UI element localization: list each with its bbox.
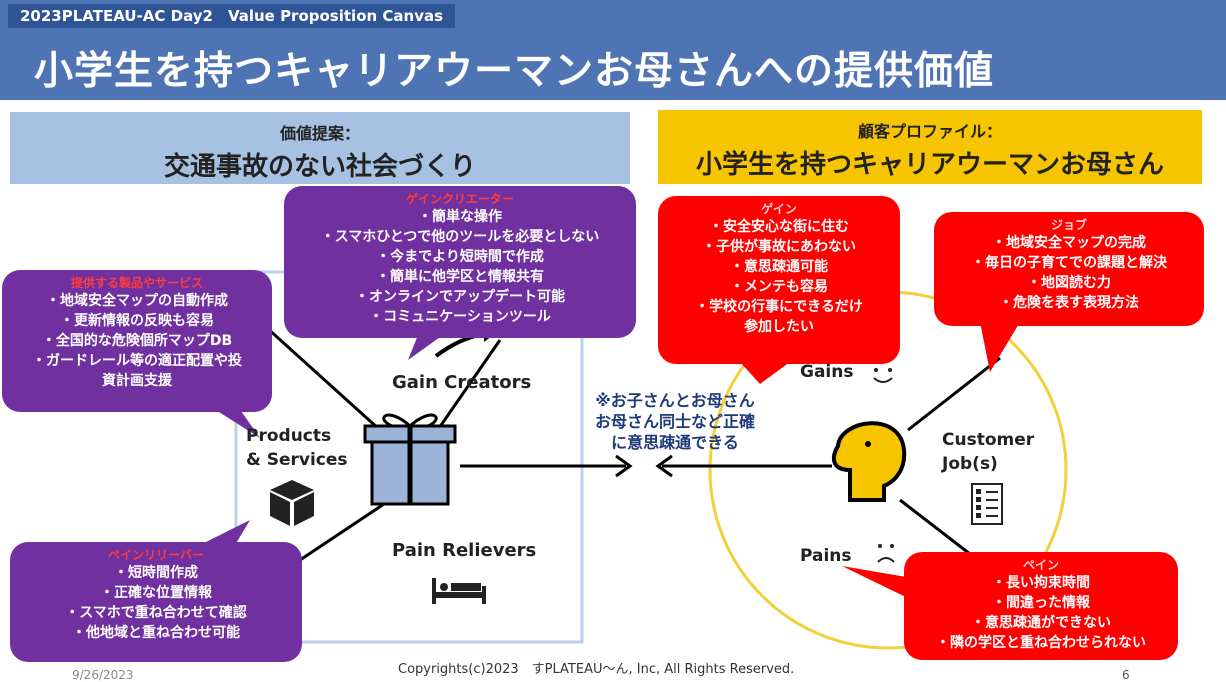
customer-head-icon bbox=[831, 421, 907, 502]
customer-profile-label: 顧客プロファイル： bbox=[857, 122, 1002, 141]
list-item: ・地図読む力 bbox=[1027, 275, 1111, 291]
box-icon bbox=[270, 480, 314, 526]
list-item: ・子供が事故にあわない bbox=[702, 239, 856, 255]
list-item: ・隣の学区と重ね合わせられない bbox=[936, 635, 1146, 651]
products-label-line1: Products bbox=[246, 426, 332, 446]
list-item: ・オンラインでアップデート可能 bbox=[355, 289, 565, 305]
list-item: 参加したい bbox=[744, 319, 814, 335]
pains-callout-tail bbox=[842, 566, 912, 600]
list-item: ・間違った情報 bbox=[992, 595, 1090, 611]
sad-face-icon bbox=[877, 544, 895, 563]
gains-callout-tail bbox=[740, 362, 790, 384]
list-item: ・安全安心な街に住む bbox=[709, 219, 849, 235]
list-item: ・メンテも容易 bbox=[730, 279, 828, 295]
list-item: ・正確な位置情報 bbox=[100, 585, 212, 601]
gains-label: Gains bbox=[800, 362, 854, 382]
slide-date: 9/26/2023 bbox=[72, 668, 134, 682]
page-number: 6 bbox=[1122, 668, 1130, 682]
center-note-line: お母さん同士など正確 bbox=[594, 412, 755, 431]
gains-callout-heading: ゲイン bbox=[761, 202, 797, 216]
products-callout: 提供する製品やサービス ・地域安全マップの自動作成 ・更新情報の反映も容易 ・全… bbox=[2, 270, 272, 412]
center-note-line: ※お子さんとお母さん bbox=[595, 391, 755, 410]
list-item: ・スマホひとつで他のツールを必要としない bbox=[320, 229, 600, 245]
jobs-callout-tail bbox=[980, 322, 1020, 372]
fit-arrow-right-head bbox=[655, 454, 673, 478]
slide-title: 小学生を持つキャリアウーマンお母さんへの提供価値 bbox=[34, 49, 995, 94]
gain-creators-callout: ゲインクリエーター ・簡単な操作 ・スマホひとつで他のツールを必要としない ・今… bbox=[284, 186, 636, 338]
gain-creators-label: Gain Creators bbox=[392, 372, 532, 393]
smile-icon bbox=[873, 368, 893, 383]
value-map-line-bottom bbox=[299, 498, 391, 562]
pain-relievers-callout-heading: ペインリリーバー bbox=[108, 548, 204, 562]
list-item: ・短時間作成 bbox=[114, 565, 198, 581]
value-proposition-banner: 価値提案： 交通事故のない社会づくり bbox=[10, 112, 630, 184]
list-item: ・意思疎通可能 bbox=[730, 259, 828, 275]
list-item: ・地域安全マップの自動作成 bbox=[46, 293, 228, 309]
gain-creators-callout-heading: ゲインクリエーター bbox=[406, 192, 514, 206]
list-item: ・全国的な危険個所マップDB bbox=[41, 333, 233, 349]
slide-tag: 2023PLATEAU-AC Day2 Value Proposition Ca… bbox=[8, 4, 456, 28]
customer-line-bottom bbox=[899, 498, 971, 556]
list-item: ・地域安全マップの完成 bbox=[992, 235, 1146, 251]
list-item: ・毎日の子育てでの課題と解決 bbox=[971, 255, 1167, 271]
pain-relievers-label: Pain Relievers bbox=[392, 540, 537, 561]
value-proposition-label: 価値提案： bbox=[279, 124, 360, 143]
value-proposition-title: 交通事故のない社会づくり bbox=[163, 152, 476, 182]
customer-job-label-line2: Job(s) bbox=[942, 454, 998, 474]
bed-icon bbox=[432, 578, 486, 604]
products-label-line2: & Services bbox=[246, 450, 348, 470]
pain-relievers-callout: ペインリリーバー ・短時間作成 ・正確な位置情報 ・スマホで重ね合わせて確認 ・… bbox=[10, 542, 302, 662]
gains-callout: ゲイン ・安全安心な街に住む ・子供が事故にあわない ・意思疎通可能 ・メンテも… bbox=[658, 196, 900, 364]
list-item: ・他地域と重ね合わせ可能 bbox=[72, 625, 240, 641]
list-item: ・ガードレール等の適正配置や投 bbox=[32, 353, 242, 369]
list-item: ・簡単に他学区と情報共有 bbox=[376, 269, 544, 285]
fit-arrow-left-head bbox=[615, 454, 633, 478]
list-item: ・危険を表す表現方法 bbox=[999, 295, 1139, 311]
gift-icon bbox=[363, 413, 457, 506]
pains-callout: ペイン ・長い拘束時間 ・間違った情報 ・意思疎通ができない ・隣の学区と重ね合… bbox=[904, 552, 1178, 660]
checklist-icon bbox=[971, 483, 1003, 525]
list-item: 資計画支援 bbox=[102, 373, 172, 389]
list-item: ・意思疎通ができない bbox=[971, 615, 1111, 631]
customer-profile-banner: 顧客プロファイル： 小学生を持つキャリアウーマンお母さん bbox=[658, 110, 1202, 184]
customer-job-label-line1: Customer bbox=[942, 430, 1035, 450]
pains-callout-heading: ペイン bbox=[1022, 558, 1059, 572]
copyright-text: Copyrights(c)2023 すPLATEAU～ん, Inc, All R… bbox=[398, 662, 795, 677]
list-item: ・学校の行事にできるだけ bbox=[695, 299, 863, 315]
list-item: ・更新情報の反映も容易 bbox=[60, 313, 214, 329]
list-item: ・今までより短時間で作成 bbox=[376, 249, 544, 265]
pains-label: Pains bbox=[800, 546, 852, 566]
products-callout-heading: 提供する製品やサービス bbox=[70, 276, 203, 290]
list-item: ・長い拘束時間 bbox=[992, 575, 1090, 591]
center-note: ※お子さんとお母さん お母さん同士など正確 に意思疎通できる bbox=[570, 390, 780, 453]
list-item: ・簡単な操作 bbox=[418, 209, 502, 225]
center-note-line: に意思疎通できる bbox=[611, 433, 739, 452]
customer-profile-title: 小学生を持つキャリアウーマンお母さん bbox=[695, 150, 1164, 180]
jobs-callout: ジョブ ・地域安全マップの完成 ・毎日の子育てでの課題と解決 ・地図読む力 ・危… bbox=[934, 212, 1204, 326]
customer-line-top bbox=[907, 356, 1001, 432]
list-item: ・スマホで重ね合わせて確認 bbox=[65, 605, 247, 621]
jobs-callout-heading: ジョブ bbox=[1050, 218, 1087, 232]
list-item: ・コミュニケーションツール bbox=[369, 309, 551, 325]
